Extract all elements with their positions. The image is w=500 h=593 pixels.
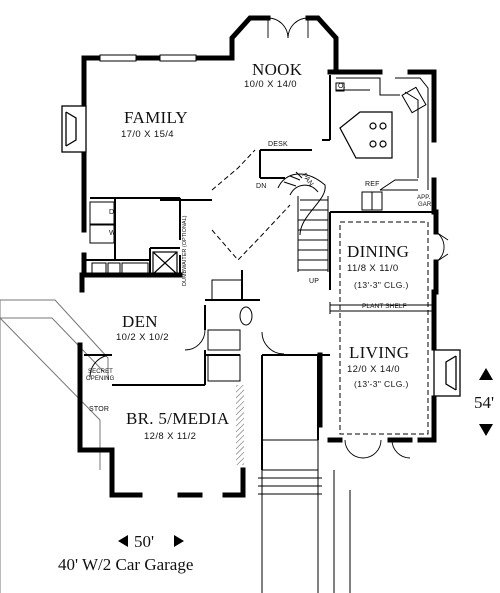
room-name-br5: BR. 5/MEDIA [126,409,230,428]
room-dims-den: 10/2 X 10/2 [116,332,169,343]
room-dims-br5: 12/8 X 11/2 [144,431,197,442]
garage-note: 40' W/2 Car Garage [58,555,194,574]
room-name-den: DEN [122,312,158,331]
dumbwaiter [152,251,178,275]
nook-doors [267,17,309,39]
room-dims-family: 17/0 X 15/4 [121,129,174,140]
site-lines [0,299,109,593]
room-name-family: FAMILY [124,108,189,127]
family-windows [99,54,197,62]
room-name-dining: DINING [347,242,410,261]
label-washer: W [109,230,116,237]
label-plant-shelf: PLANT SHELF [362,303,407,310]
stair [277,171,329,272]
room-dims-dining: 11/8 X 11/0 [347,263,399,274]
den-doors [89,329,285,378]
powder-bath [207,279,253,382]
room-dims-nook: 10/0 X 14/0 [244,79,297,90]
room-name-living: LIVING [349,343,410,362]
room-name-nook: NOOK [252,60,303,79]
dimension-arrows [118,368,493,547]
plant-shelf [329,302,435,314]
label-dumbwaiter: DUMBWAITER (OPTIONAL) [182,215,188,286]
label-stor: STOR [89,406,110,413]
living-doors [344,439,411,459]
label-desk: DESK [268,141,288,148]
label-secret-1: SECRET [88,369,113,375]
label-ref: REF [365,181,380,188]
room-ceiling-dining: (13'-3" CLG.) [354,280,409,290]
laundry [89,201,149,276]
kitchen-counters [335,77,429,191]
label-dn: DN [256,183,267,190]
closet-hatch [236,385,244,465]
entry-steps [258,439,351,593]
label-app-gar-1: APP. [417,195,431,201]
dimension-depth: 54' [474,393,495,412]
label-dryer: D [109,209,115,216]
dining-bay [435,231,449,263]
exterior-walls [77,15,439,498]
label-oven: O. [338,83,346,90]
refrigerator [361,191,383,211]
dimension-width: 50' [134,532,155,551]
room-dims-living: 12/0 X 14/0 [347,364,400,375]
kitchen-island [339,111,393,159]
label-secret-2: OPENING [86,376,115,382]
room-ceiling-living: (13'-3" CLG.) [354,379,409,389]
living-fireplace [433,349,461,397]
family-fireplace [61,105,87,153]
dashed-lines [211,149,429,435]
label-up: UP [309,278,320,285]
label-app-gar-2: GAR [418,202,432,208]
